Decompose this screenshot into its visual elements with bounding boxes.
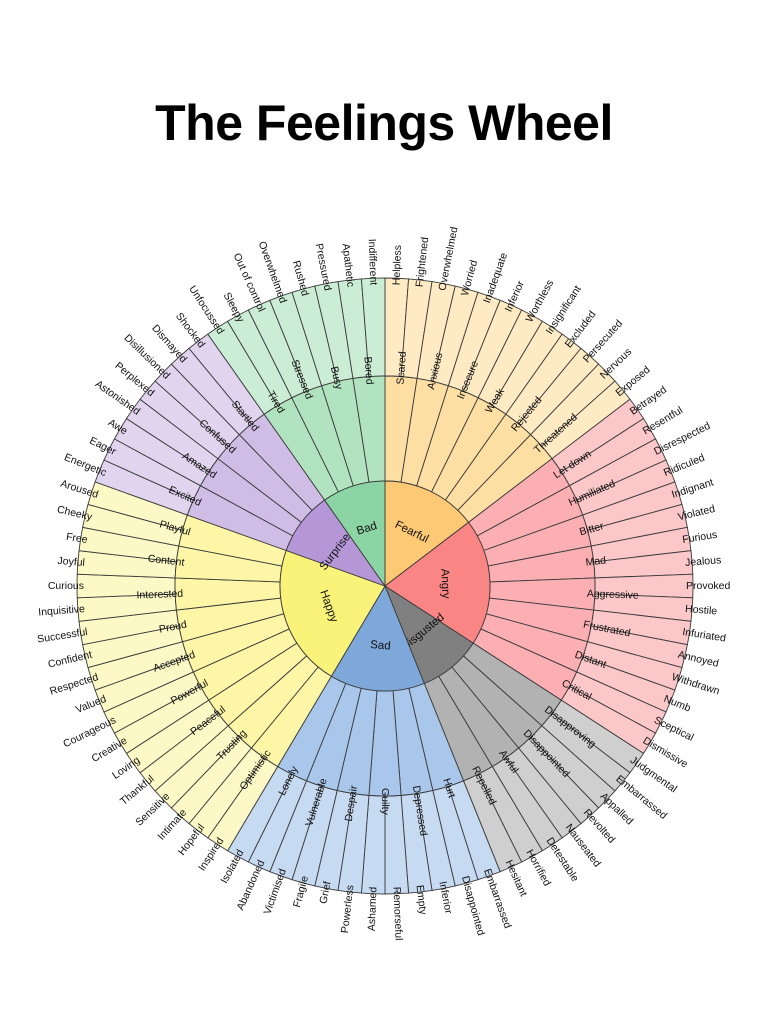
outer-label-horrified: Horrified: [524, 848, 554, 889]
outer-label-embarrassed: Embarrassed: [481, 867, 513, 930]
outer-label-remorseful: Remorseful: [391, 887, 405, 941]
outer-label-apathetic: Apathetic: [339, 243, 356, 288]
outer-label-ashamed: Ashamed: [366, 886, 380, 931]
outer-label-pressured: Pressured: [313, 242, 334, 291]
page-title: The Feelings Wheel: [155, 95, 613, 151]
outer-label-inspired: Inspired: [196, 835, 226, 873]
middle-label-mad: Mad: [585, 555, 607, 569]
outer-label-creative: Creative: [90, 735, 130, 765]
outer-label-aroused: Aroused: [59, 478, 100, 501]
outer-label-indifferent: Indifferent: [366, 239, 380, 286]
outer-label-inquisitive: Inquisitive: [38, 603, 86, 619]
middle-label-despair: Despair: [343, 784, 360, 822]
middle-label-busy: Busy: [328, 365, 345, 391]
outer-label-curious: Curious: [48, 580, 84, 592]
core-segment-happy: [279, 549, 386, 677]
core-label-angry: Angry: [438, 568, 451, 599]
outer-label-inferior: Inferior: [503, 279, 528, 314]
middle-label-hurt: Hurt: [440, 777, 457, 800]
outer-label-provoked: Provoked: [686, 580, 731, 592]
middle-label-scared: Scared: [394, 351, 409, 385]
outer-label-victimised: Victimised: [262, 867, 289, 916]
middle-label-bored: Bored: [361, 356, 375, 385]
outer-label-hopeful: Hopeful: [176, 822, 207, 858]
core-label-bad: Bad: [355, 520, 378, 538]
core-segment-angry: [384, 521, 491, 644]
outer-label-joyful: Joyful: [57, 555, 85, 569]
outer-label-indignant: Indignant: [670, 476, 715, 501]
outer-label-hesitant: Hesitant: [503, 858, 530, 898]
middle-label-guilty: Guilty: [379, 788, 391, 816]
outer-label-respected: Respected: [48, 671, 100, 698]
outer-label-sleepy: Sleepy: [221, 290, 247, 325]
core-segment-fearful: [384, 480, 470, 587]
outer-label-eager: Eager: [87, 435, 118, 458]
outer-label-ridiculed: Ridiculed: [662, 452, 707, 479]
middle-label-interested: Interested: [136, 588, 183, 602]
outer-label-isolated: Isolated: [218, 847, 246, 885]
outer-label-valued: Valued: [74, 693, 108, 716]
outer-label-helpless: Helpless: [391, 245, 405, 286]
core-label-sad: Sad: [370, 639, 391, 653]
outer-label-powerless: Powerless: [339, 884, 356, 933]
outer-label-resentful: Resentful: [641, 404, 685, 437]
outer-label-disappointed: Disappointed: [459, 875, 487, 937]
outer-label-energetic: Energetic: [62, 451, 108, 479]
outer-label-frightened: Frightened: [414, 236, 432, 287]
outer-label-empty: Empty: [414, 884, 429, 916]
middle-label-proud: Proud: [158, 619, 188, 636]
outer-label-worried: Worried: [459, 259, 480, 298]
outer-label-successful: Successful: [36, 626, 88, 646]
middle-label-aggressive: Aggressive: [587, 588, 640, 602]
middle-label-content: Content: [147, 553, 185, 569]
outer-label-confident: Confident: [47, 649, 94, 671]
outer-label-furious: Furious: [682, 529, 718, 546]
outer-label-annoyed: Annoyed: [677, 649, 720, 670]
outer-label-intimate: Intimate: [155, 807, 189, 843]
core-segment-sad: [330, 584, 425, 692]
outer-label-free: Free: [65, 531, 88, 546]
outer-label-withdrawn: Withdrawn: [670, 671, 721, 697]
outer-label-overwhelmed: Overwhelmed: [436, 226, 460, 292]
outer-label-inadequate: Inadequate: [481, 251, 510, 305]
outer-label-hostile: Hostile: [685, 603, 718, 617]
outer-label-jealous: Jealous: [685, 554, 722, 569]
outer-label-sceptical: Sceptical: [652, 714, 696, 744]
outer-label-grief: Grief: [317, 880, 333, 905]
core-segment-bad: [323, 480, 386, 588]
